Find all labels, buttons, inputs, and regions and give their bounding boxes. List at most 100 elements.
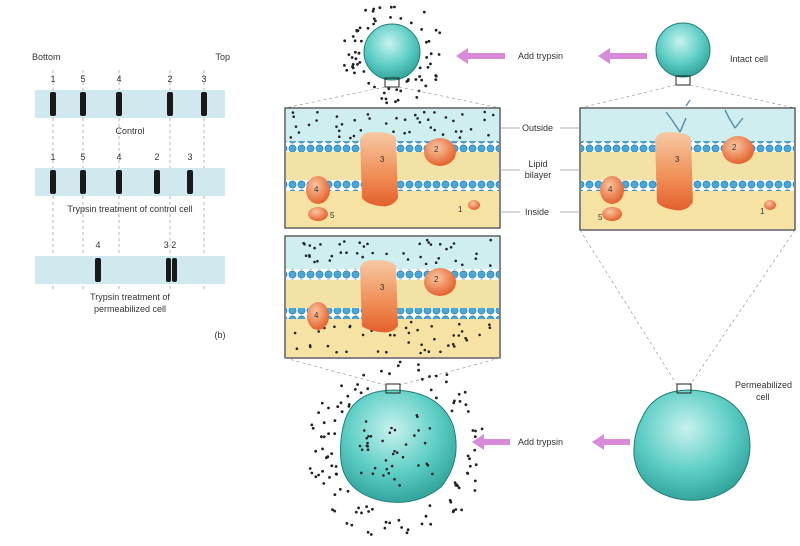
zoom-box bbox=[384, 77, 400, 88]
trypsin-dot bbox=[400, 526, 403, 529]
trypsin-dot bbox=[355, 252, 359, 255]
trypsin-dot bbox=[302, 241, 305, 245]
gel-band bbox=[95, 258, 101, 282]
trypsin-dot bbox=[475, 252, 478, 256]
trypsin-dot bbox=[434, 74, 438, 78]
protein-5 bbox=[602, 207, 622, 221]
trypsin-dot bbox=[474, 257, 478, 261]
trypsin-dot bbox=[414, 113, 417, 117]
gel-lane-control: 3 2 4 5 1 Control bbox=[35, 74, 225, 136]
trypsin-dot bbox=[395, 88, 399, 91]
protein-3 bbox=[360, 260, 398, 333]
trypsin-dot bbox=[362, 70, 366, 73]
trypsin-dot bbox=[315, 119, 318, 122]
trypsin-dot bbox=[340, 384, 343, 388]
trypsin-dot bbox=[465, 338, 469, 342]
gel-band bbox=[187, 170, 193, 194]
trypsin-dot bbox=[430, 325, 434, 328]
trypsin-dot bbox=[393, 5, 396, 9]
trypsin-dot bbox=[339, 401, 343, 405]
trypsin-dot bbox=[371, 9, 375, 13]
trypsin-dot bbox=[359, 391, 363, 395]
trypsin-dot bbox=[366, 441, 369, 445]
trypsin-dot bbox=[384, 122, 388, 125]
outside-label: Outside bbox=[522, 123, 553, 133]
trypsin-dot bbox=[473, 479, 477, 483]
trypsin-dot bbox=[483, 118, 486, 122]
trypsin-dot bbox=[488, 323, 491, 327]
trypsin-dot bbox=[384, 97, 388, 101]
trypsin-dot bbox=[452, 509, 456, 513]
trypsin-dot bbox=[343, 64, 346, 67]
trypsin-dot bbox=[350, 56, 354, 59]
trypsin-dot bbox=[389, 5, 393, 9]
trypsin-dot bbox=[340, 123, 344, 126]
trypsin-dot bbox=[473, 435, 477, 438]
protein-label: 4 bbox=[608, 185, 613, 194]
trypsin-dot bbox=[409, 320, 413, 324]
trypsin-dot bbox=[308, 255, 311, 258]
gel-band bbox=[116, 170, 122, 194]
trypsin-dot bbox=[368, 117, 371, 120]
trypsin-dot bbox=[434, 28, 438, 32]
trypsin-dot bbox=[364, 420, 368, 423]
protein-2 bbox=[722, 136, 754, 164]
trypsin-dot bbox=[358, 241, 362, 244]
trypsin-dot bbox=[438, 31, 442, 35]
membrane-panel-upper-middle: 3 2 4 5 1 bbox=[284, 107, 501, 229]
band-number: 3 bbox=[201, 74, 206, 84]
trypsin-dot bbox=[425, 56, 429, 59]
trypsin-dot bbox=[429, 243, 433, 246]
trypsin-dot bbox=[346, 394, 350, 398]
trypsin-dot bbox=[351, 35, 355, 38]
trypsin-dot bbox=[347, 405, 351, 408]
trypsin-dot bbox=[291, 111, 295, 114]
trypsin-dot bbox=[491, 113, 495, 117]
trypsin-dot bbox=[382, 91, 386, 95]
trypsin-dot bbox=[460, 330, 464, 333]
trypsin-dot bbox=[353, 118, 357, 122]
trypsin-dot bbox=[407, 331, 411, 335]
trypsin-dot bbox=[311, 426, 315, 430]
trypsin-dot bbox=[359, 129, 363, 132]
trypsin-dot bbox=[358, 61, 362, 64]
trypsin-dot bbox=[487, 133, 490, 137]
trypsin-dot bbox=[435, 396, 438, 400]
trypsin-dot bbox=[457, 392, 461, 396]
trypsin-dot bbox=[362, 373, 366, 377]
trypsin-dot bbox=[433, 337, 436, 341]
trypsin-dot bbox=[433, 128, 437, 132]
trypsin-dot bbox=[417, 464, 420, 467]
protein-label: 2 bbox=[732, 143, 737, 152]
trypsin-dot bbox=[376, 350, 380, 353]
trypsin-dot bbox=[413, 434, 416, 437]
trypsin-dot bbox=[366, 448, 370, 452]
trypsin-dot bbox=[347, 53, 351, 56]
trypsin-dot bbox=[428, 427, 432, 430]
trypsin-dot bbox=[378, 6, 382, 10]
trypsin-dot bbox=[380, 369, 383, 373]
trypsin-dot bbox=[371, 507, 374, 511]
trypsin-dot bbox=[333, 419, 337, 422]
trypsin-dot bbox=[313, 260, 316, 264]
trypsin-dot bbox=[415, 96, 419, 99]
trypsin-dot bbox=[445, 380, 448, 384]
trypsin-dot bbox=[488, 326, 492, 330]
trypsin-dot bbox=[420, 28, 423, 31]
trypsin-dot bbox=[310, 423, 314, 427]
trypsin-dot bbox=[395, 116, 398, 120]
protein-label: 1 bbox=[760, 207, 765, 216]
trypsin-dot bbox=[307, 123, 311, 127]
protein-2 bbox=[424, 138, 456, 166]
trypsin-dot bbox=[366, 113, 370, 116]
trypsin-dot bbox=[409, 21, 413, 25]
trypsin-dot bbox=[333, 493, 337, 496]
trypsin-dot bbox=[366, 530, 370, 534]
permeabilized-label-line1: Permeabilized bbox=[735, 380, 792, 390]
trypsin-dot bbox=[393, 478, 396, 481]
permeabilized-cell bbox=[633, 389, 751, 501]
trypsin-dot bbox=[447, 344, 450, 347]
trypsin-dot bbox=[445, 373, 449, 376]
trypsin-dot bbox=[452, 334, 456, 337]
